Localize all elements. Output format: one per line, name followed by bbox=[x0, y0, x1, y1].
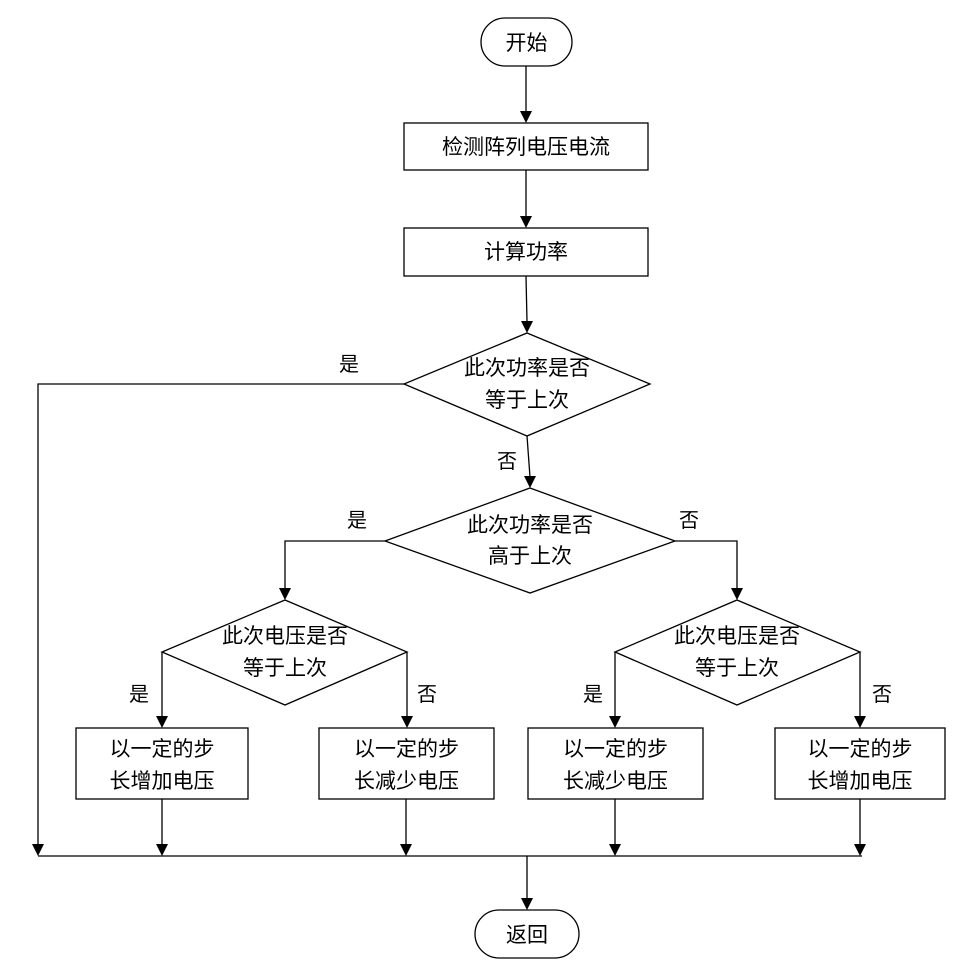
voltage-left-line-2: 等于上次 bbox=[243, 656, 327, 680]
action-decrease-right: 以一定的步 长减少电压 bbox=[527, 727, 704, 800]
end-node: 返回 bbox=[474, 909, 580, 959]
connector-merge-end bbox=[521, 856, 533, 910]
action-2-line-1: 以一定的步 bbox=[354, 737, 459, 761]
connector-voltage-right-yes bbox=[609, 652, 621, 728]
connector-action-4-merge bbox=[854, 799, 866, 856]
label-power-higher-no: 否 bbox=[679, 508, 699, 532]
label-voltage-right-no: 否 bbox=[872, 682, 892, 706]
label-voltage-left-yes: 是 bbox=[129, 682, 149, 706]
start-node: 开始 bbox=[480, 17, 573, 67]
detect-label: 检测阵列电压电流 bbox=[442, 135, 610, 159]
connector-detect-calc bbox=[520, 170, 532, 228]
start-label: 开始 bbox=[506, 31, 548, 55]
action-2-line-2: 长减少电压 bbox=[354, 769, 459, 793]
action-increase-right: 以一定的步 长增加电压 bbox=[774, 727, 946, 800]
connector-voltage-right-no bbox=[854, 652, 866, 728]
power-higher-line-2: 高于上次 bbox=[488, 544, 572, 568]
power-equal-line-1: 此次功率是否 bbox=[464, 356, 590, 380]
action-decrease-left: 以一定的步 长减少电压 bbox=[318, 727, 495, 800]
action-1-line-1: 以一定的步 bbox=[110, 737, 215, 761]
action-4-line-2: 长增加电压 bbox=[808, 769, 913, 793]
connector-power-equal-yes-bypass bbox=[32, 383, 404, 856]
action-3-line-2: 长减少电压 bbox=[563, 769, 668, 793]
action-4-line-1: 以一定的步 bbox=[808, 737, 913, 761]
action-1-line-2: 长增加电压 bbox=[110, 769, 215, 793]
voltage-right-line-2: 等于上次 bbox=[695, 656, 779, 680]
label-voltage-left-no: 否 bbox=[417, 682, 437, 706]
calc-power-node: 计算功率 bbox=[403, 227, 649, 277]
connector-action-1-merge bbox=[156, 799, 168, 856]
connector-power-higher-yes bbox=[279, 540, 385, 600]
power-higher-line-1: 此次功率是否 bbox=[467, 513, 593, 537]
voltage-equal-right-decision: 此次电压是否 等于上次 bbox=[613, 599, 862, 706]
calc-power-label: 计算功率 bbox=[484, 240, 568, 264]
label-voltage-right-yes: 是 bbox=[583, 682, 603, 706]
action-increase-left: 以一定的步 长增加电压 bbox=[75, 727, 249, 800]
power-equal-line-2: 等于上次 bbox=[485, 388, 569, 412]
voltage-equal-left-decision: 此次电压是否 等于上次 bbox=[160, 599, 409, 706]
connector-action-2-merge bbox=[400, 799, 412, 856]
label-power-equal-yes: 是 bbox=[339, 352, 359, 376]
power-equal-decision: 此次功率是否 等于上次 bbox=[402, 332, 652, 437]
action-3-line-1: 以一定的步 bbox=[563, 737, 668, 761]
connector-voltage-left-yes bbox=[156, 652, 168, 728]
label-power-higher-yes: 是 bbox=[347, 508, 367, 532]
connector-power-equal-no bbox=[524, 435, 536, 488]
connector-calc-power-equal bbox=[521, 275, 533, 333]
connector-action-3-merge bbox=[609, 799, 621, 856]
connector-voltage-left-no bbox=[401, 652, 413, 728]
label-power-equal-no: 否 bbox=[497, 449, 517, 473]
connector-power-higher-no bbox=[675, 540, 743, 600]
end-label: 返回 bbox=[506, 923, 548, 947]
voltage-right-line-1: 此次电压是否 bbox=[674, 624, 800, 648]
power-higher-decision: 此次功率是否 高于上次 bbox=[383, 487, 677, 594]
voltage-left-line-1: 此次电压是否 bbox=[222, 624, 348, 648]
detect-node: 检测阵列电压电流 bbox=[403, 122, 649, 171]
connector-start-detect bbox=[520, 66, 532, 123]
